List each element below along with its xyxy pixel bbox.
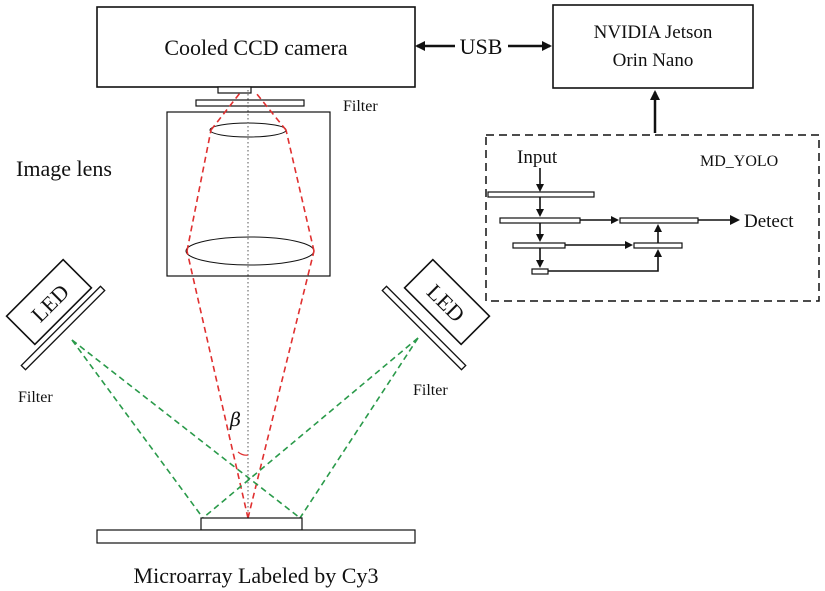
top-filter — [195, 99, 305, 107]
led-right-filter-label: Filter — [413, 382, 448, 399]
jetson-line2: Orin Nano — [613, 50, 694, 71]
top-filter-label: Filter — [343, 98, 378, 115]
jetson-box: NVIDIA Jetson Orin Nano — [552, 4, 754, 89]
jetson-line1: NVIDIA Jetson — [594, 22, 713, 43]
beta-symbol: β — [229, 409, 241, 431]
model-input-label: Input — [517, 147, 558, 168]
model-name: MD_YOLO — [700, 153, 778, 170]
emission-path — [186, 92, 315, 519]
lens-label: Image lens — [16, 156, 112, 181]
usb-label: USB — [460, 34, 503, 59]
usb-link: USB — [415, 34, 552, 59]
ccd-camera: Cooled CCD camera — [96, 6, 416, 88]
md-yolo-box: MD_YOLO Input Detect — [485, 134, 820, 302]
microarray-stage — [96, 517, 416, 544]
beta-arc — [237, 451, 249, 456]
sample-label: Microarray Labeled by Cy3 — [134, 563, 379, 588]
model-output-label: Detect — [744, 211, 794, 232]
camera-label: Cooled CCD camera — [164, 35, 348, 60]
excitation-path — [71, 337, 419, 519]
led-left: LED Filter — [5, 258, 106, 406]
led-left-filter-label: Filter — [18, 389, 53, 406]
led-right: LED Filter — [381, 258, 491, 399]
ccd-sensor — [217, 86, 252, 94]
